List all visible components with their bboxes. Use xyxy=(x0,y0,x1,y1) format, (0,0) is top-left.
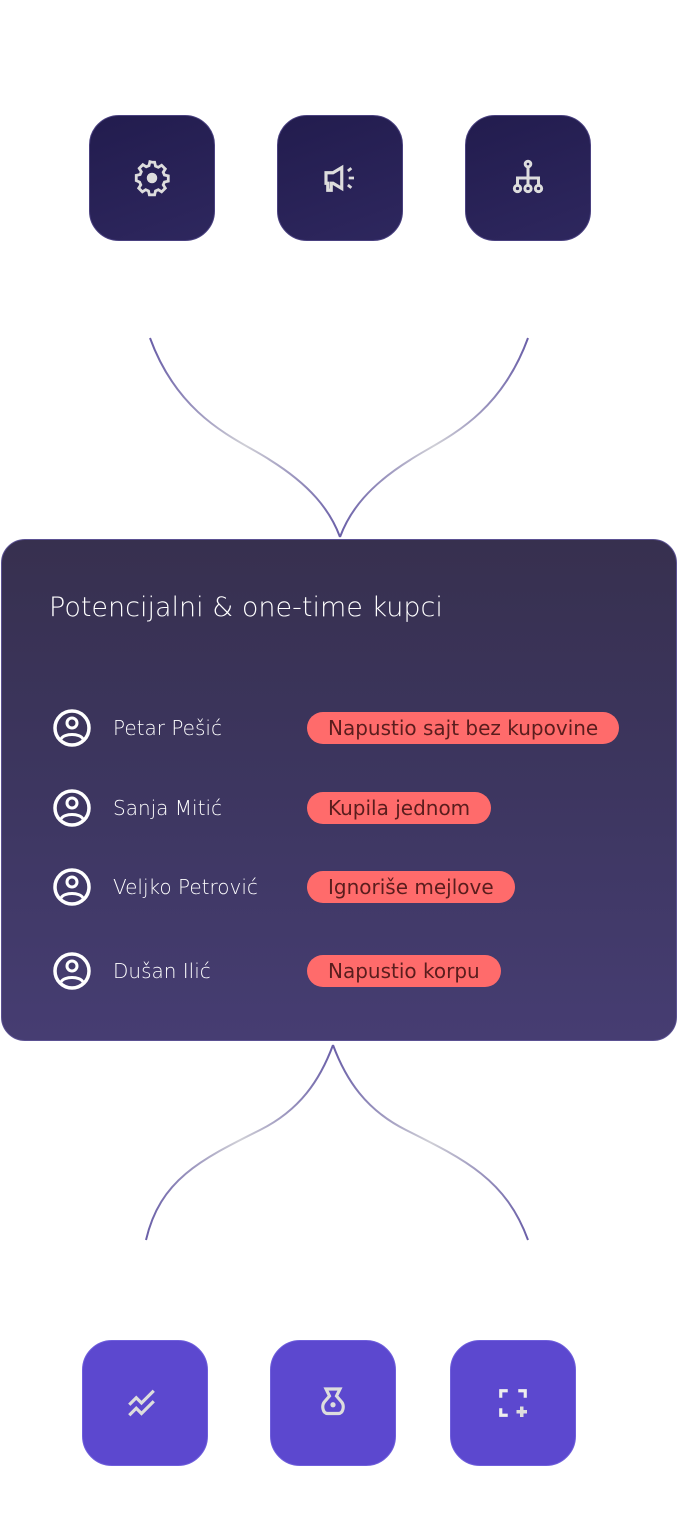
wire-top-left xyxy=(149,337,341,538)
add-frame-icon xyxy=(499,1389,527,1417)
customer-name: Petar Pešić xyxy=(113,716,222,740)
gear-icon xyxy=(134,160,170,197)
user-avatar-icon xyxy=(53,952,91,990)
user-avatar-icon xyxy=(53,709,91,747)
customer-row: Dušan Ilić Napustio korpu xyxy=(52,951,501,991)
customer-name: Sanja Mitić xyxy=(113,796,223,820)
customer-row: Veljko Petrović Ignoriše mejlove xyxy=(52,867,515,907)
wire-bottom-right xyxy=(332,1044,529,1241)
wire-top-right xyxy=(339,337,529,538)
revenue-tile[interactable] xyxy=(270,1340,396,1466)
analytics-tile[interactable] xyxy=(82,1340,208,1466)
wire-bottom-left xyxy=(145,1044,334,1241)
customer-tag: Kupila jednom xyxy=(307,792,492,824)
customer-tag: Ignoriše mejlove xyxy=(307,871,515,903)
customer-tag: Napustio sajt bez kupovine xyxy=(307,712,620,744)
customer-row: Sanja Mitić Kupila jednom xyxy=(52,788,492,828)
hierarchy-tile[interactable] xyxy=(465,115,591,241)
settings-tile[interactable] xyxy=(89,115,215,241)
customer-segment-card: Potencijalni & one-time kupci Petar Peši… xyxy=(1,539,677,1041)
customer-name: Veljko Petrović xyxy=(113,875,258,899)
sitemap-icon xyxy=(512,159,544,194)
money-bag-icon xyxy=(321,1387,345,1416)
user-avatar-icon xyxy=(53,868,91,906)
customer-name: Dušan Ilić xyxy=(113,959,211,983)
customer-row: Petar Pešić Napustio sajt bez kupovine xyxy=(52,708,620,748)
customer-tag: Napustio korpu xyxy=(307,955,501,987)
trend-lines-icon xyxy=(128,1389,155,1417)
add-segment-tile[interactable] xyxy=(450,1340,576,1466)
campaign-tile[interactable] xyxy=(277,115,403,241)
card-title: Potencijalni & one-time kupci xyxy=(49,592,443,623)
megaphone-icon xyxy=(324,164,354,192)
user-avatar-icon xyxy=(53,789,91,827)
